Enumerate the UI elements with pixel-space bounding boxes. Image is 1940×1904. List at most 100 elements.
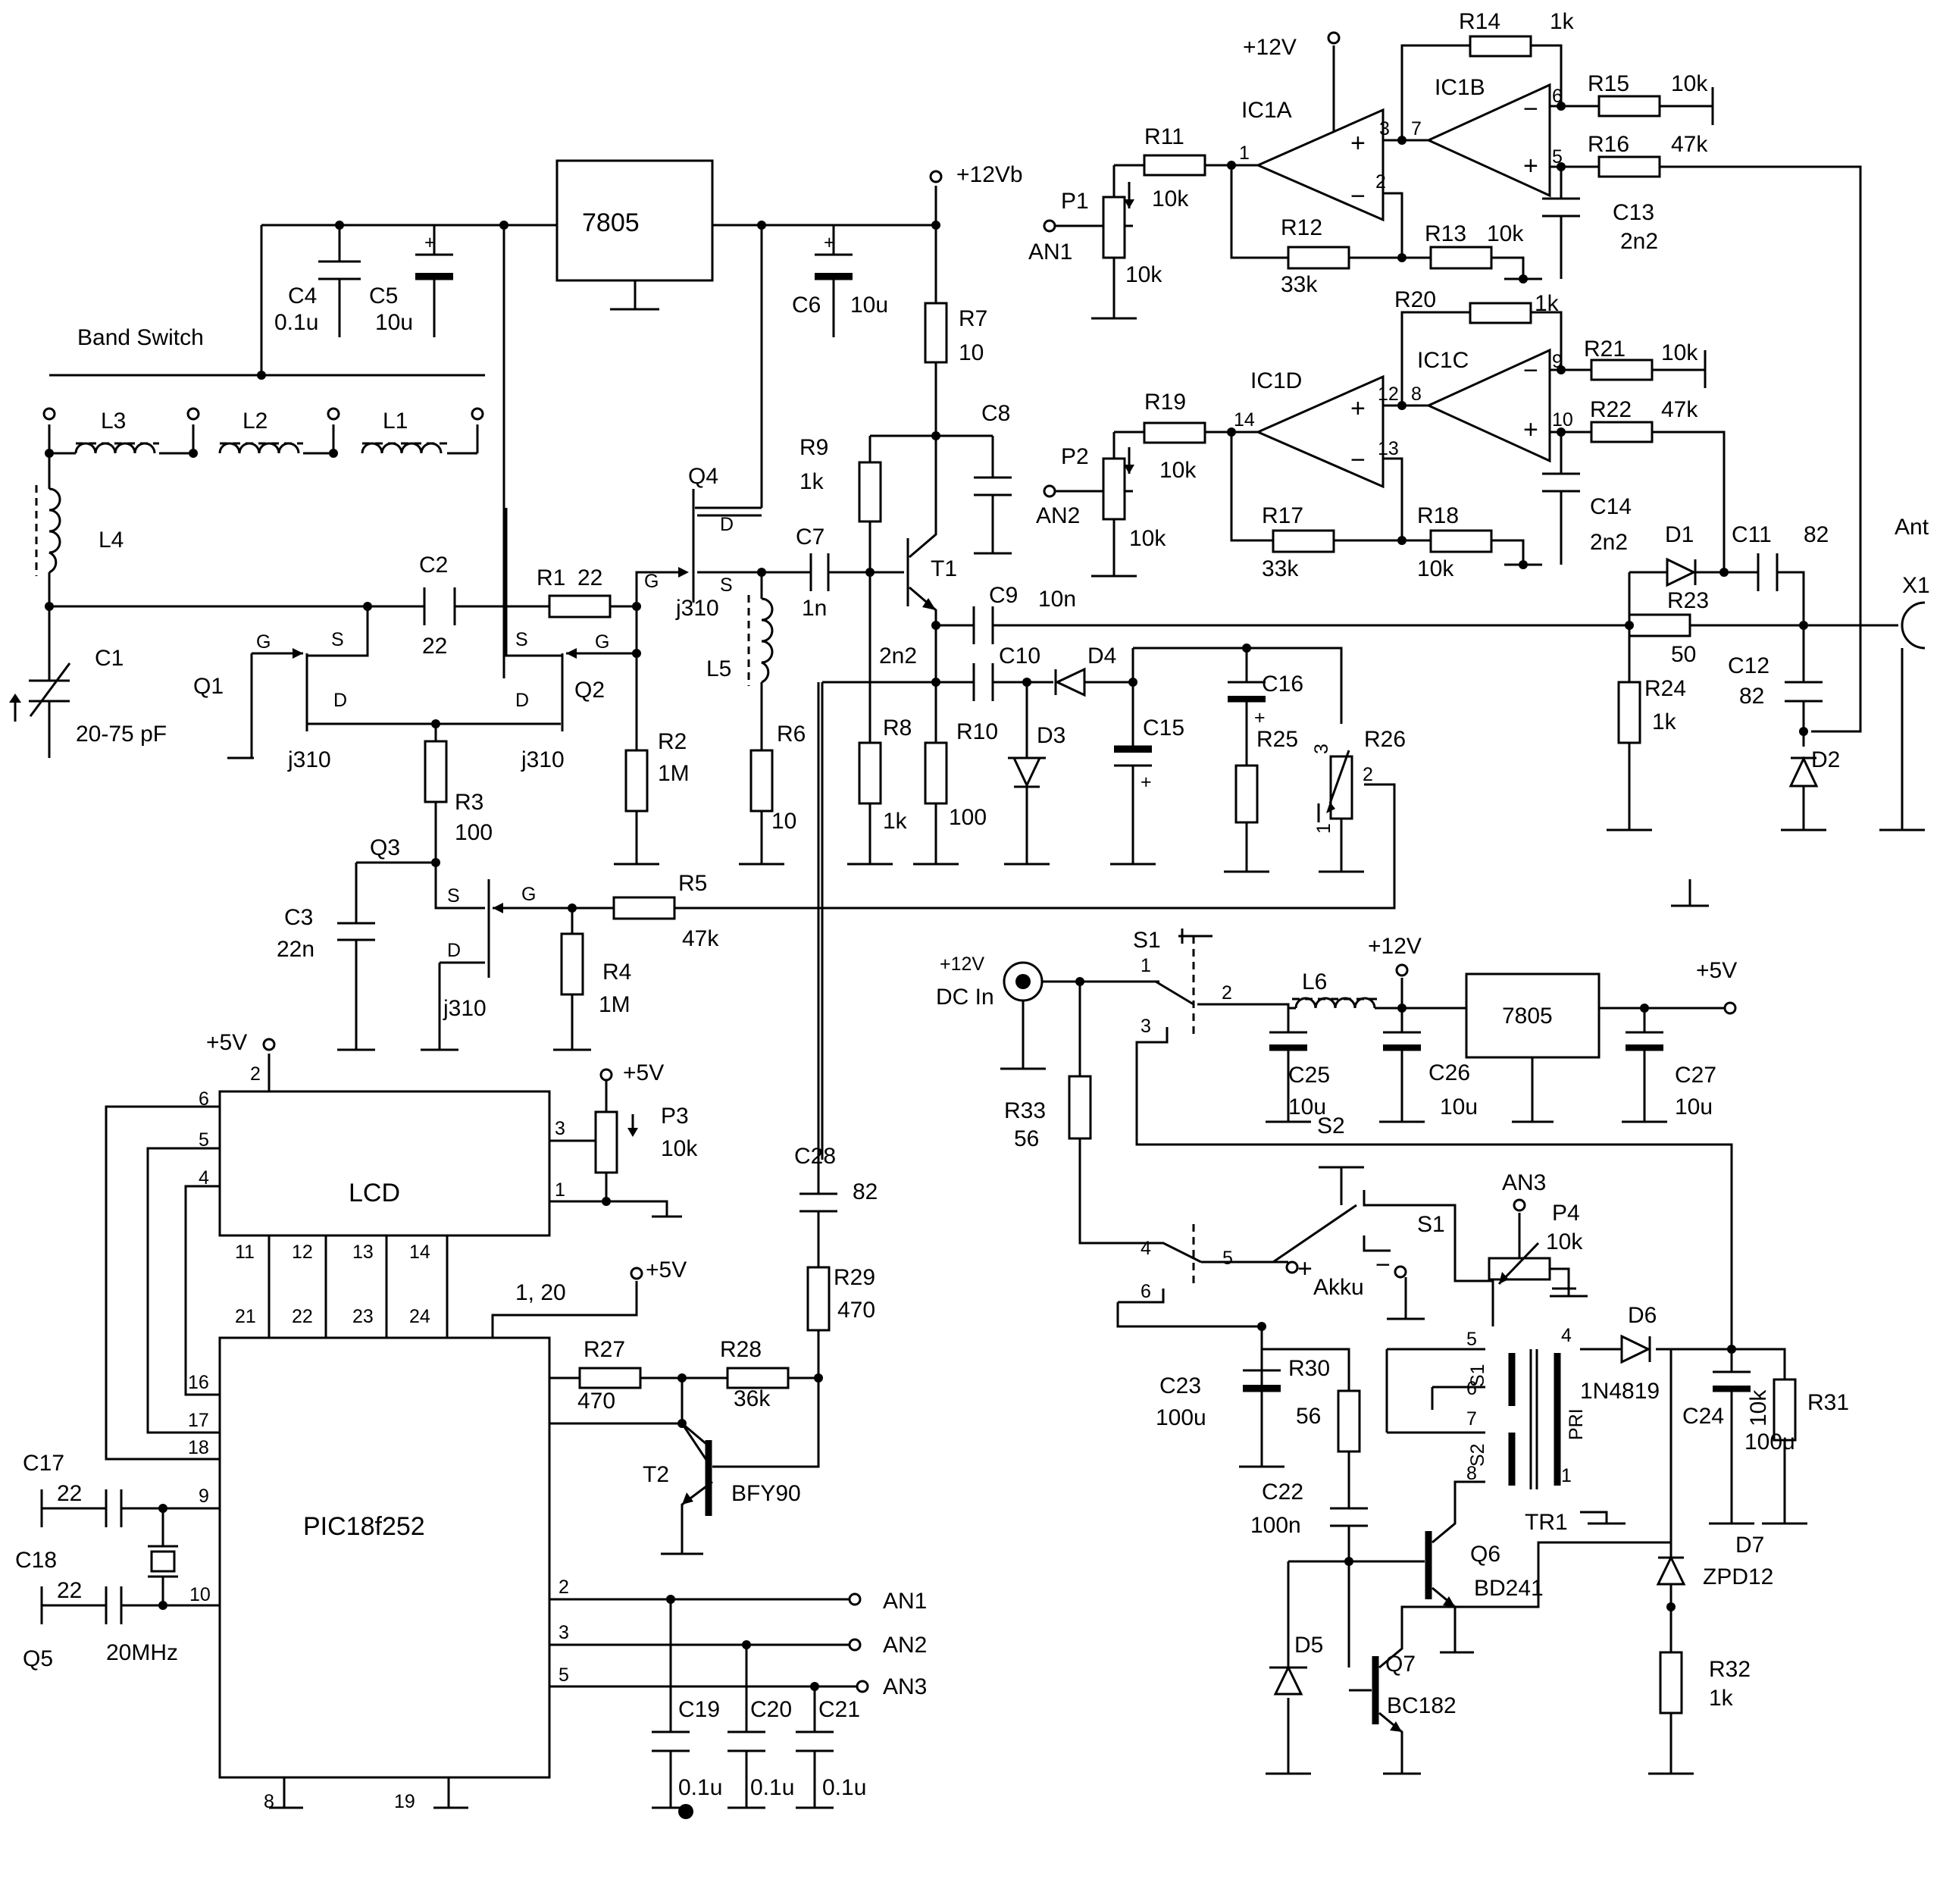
label: 10 — [771, 809, 796, 834]
pin: 24 — [409, 1306, 430, 1327]
label: 0.1u — [678, 1775, 722, 1800]
label: Q2 — [574, 678, 605, 703]
label: j310 — [443, 996, 487, 1021]
label: 470 — [577, 1389, 615, 1414]
label: R15 — [1588, 71, 1629, 96]
label: 10n — [1038, 587, 1076, 612]
label: AN3 — [1502, 1170, 1546, 1195]
pin: 5 — [1222, 1248, 1233, 1269]
label: +12V — [1243, 35, 1297, 60]
label: S1 — [1417, 1212, 1445, 1237]
label: Akku — [1313, 1275, 1364, 1300]
label: P1 — [1061, 189, 1089, 214]
ic1b-opamp — [1425, 83, 1551, 198]
label: +5V — [646, 1257, 687, 1282]
label: 1k — [799, 469, 824, 494]
label: R3 — [455, 790, 483, 815]
pin: + — [1523, 415, 1538, 444]
svg-text:+: + — [1254, 707, 1266, 728]
pin: 8 — [264, 1791, 274, 1812]
label: Ant — [1895, 515, 1929, 540]
label: 82 — [1804, 522, 1829, 547]
pin: 4 — [1561, 1325, 1572, 1346]
r6 — [749, 749, 774, 813]
label: R33 — [1004, 1098, 1046, 1123]
label: C7 — [796, 525, 824, 550]
label: 36k — [734, 1386, 771, 1411]
pin: − — [1523, 356, 1538, 385]
label: IC1B — [1435, 75, 1485, 100]
label: C21 — [818, 1697, 860, 1722]
label: +12V — [940, 954, 984, 975]
label: 470 — [837, 1298, 875, 1323]
label: C23 — [1159, 1373, 1201, 1398]
pin: 3 — [559, 1622, 569, 1643]
svg-text:+: + — [824, 232, 835, 253]
label: R14 — [1459, 9, 1500, 34]
label: 10k — [1746, 1389, 1771, 1426]
label: C8 — [981, 401, 1010, 426]
pin: 1 — [1141, 955, 1151, 976]
label: +5V — [623, 1060, 664, 1085]
label: IC1D — [1250, 368, 1302, 393]
pin: 3 — [555, 1118, 565, 1139]
label: C1 — [95, 646, 124, 671]
pin: 5 — [199, 1129, 209, 1151]
label: C18 — [15, 1548, 57, 1573]
label: 10k — [1125, 262, 1162, 287]
label: 50 — [1671, 642, 1696, 667]
label: R11 — [1144, 124, 1184, 149]
label: L2 — [242, 409, 268, 434]
label: AN2 — [1036, 503, 1080, 528]
pin: S — [720, 575, 733, 596]
label: 22 — [422, 634, 447, 659]
label: 10k — [1129, 526, 1166, 551]
label: 47k — [682, 926, 719, 951]
label: 10k — [1159, 458, 1197, 483]
label: +5V — [206, 1030, 247, 1055]
label: C10 — [999, 644, 1040, 669]
p2 — [1102, 457, 1126, 521]
pin: 1 — [1313, 823, 1335, 834]
pin: 2 — [1375, 171, 1386, 193]
label: 10k — [1487, 221, 1524, 246]
r19 — [1143, 421, 1206, 444]
r27 — [578, 1367, 642, 1389]
label: 10k — [1417, 556, 1454, 581]
r2 — [624, 749, 649, 813]
label: C27 — [1675, 1063, 1716, 1088]
label: 10u — [850, 293, 888, 318]
label: AN2 — [883, 1633, 927, 1658]
pin: 2 — [1222, 982, 1232, 1004]
label: 10u — [1675, 1094, 1713, 1120]
label: 1k — [1709, 1686, 1734, 1711]
label: 100 — [455, 820, 493, 845]
label: D2 — [1811, 747, 1840, 772]
label: 0.1u — [274, 310, 318, 335]
pin: 8 — [1411, 384, 1422, 405]
label: 100u — [1156, 1405, 1206, 1430]
pin: 6 — [1141, 1281, 1151, 1302]
r23 — [1628, 613, 1691, 637]
label: DC In — [936, 985, 994, 1010]
label: 56 — [1014, 1126, 1039, 1151]
pin: 2 — [559, 1577, 569, 1598]
pin: 7 — [1466, 1408, 1477, 1430]
label: C9 — [989, 583, 1018, 608]
label: C11 — [1732, 522, 1772, 547]
pin: S — [515, 629, 528, 650]
label: P3 — [661, 1104, 689, 1129]
r1 — [548, 594, 612, 618]
label: 10u — [1440, 1094, 1478, 1120]
ic1c-opamp — [1425, 348, 1551, 463]
label: BC182 — [1387, 1693, 1457, 1718]
label: 100 — [949, 805, 987, 830]
label: L4 — [99, 528, 124, 553]
label: R23 — [1667, 588, 1709, 613]
pin: 9 — [199, 1486, 209, 1507]
label: S1 — [1133, 928, 1161, 953]
pin: 12 — [1378, 384, 1399, 405]
label: C14 — [1590, 494, 1632, 519]
label: 1M — [599, 992, 630, 1017]
label: C16 — [1262, 672, 1303, 697]
